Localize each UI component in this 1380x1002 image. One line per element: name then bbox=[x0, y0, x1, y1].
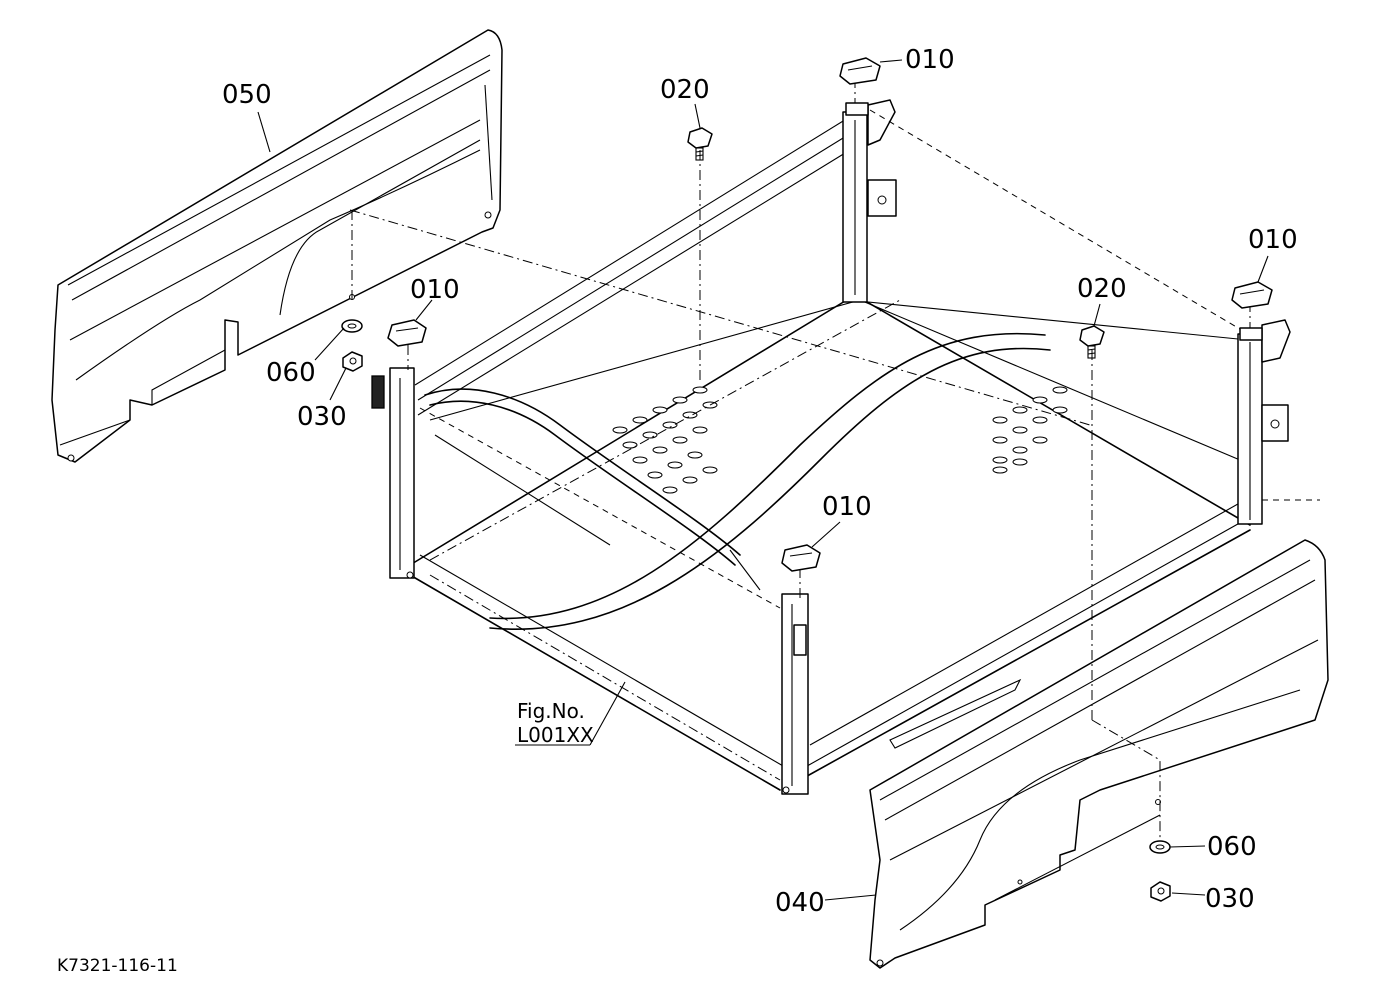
post-top-b bbox=[1239, 327, 1263, 341]
washer-060-a bbox=[341, 319, 363, 333]
cap-010-d bbox=[781, 544, 821, 572]
break-line bbox=[424, 332, 1051, 630]
cap-010-b bbox=[1231, 281, 1273, 309]
side-panel-050 bbox=[51, 29, 503, 463]
callout-010-c: 010 bbox=[410, 275, 460, 305]
post-top-a bbox=[845, 102, 869, 116]
bolt-020-b bbox=[1079, 325, 1105, 359]
callout-010-a: 010 bbox=[905, 45, 955, 75]
callout-050: 050 bbox=[222, 80, 272, 110]
callout-040: 040 bbox=[775, 888, 825, 918]
leader-lines bbox=[257, 59, 1269, 901]
assembly-lines bbox=[349, 78, 1320, 840]
perforated-floor-right bbox=[992, 386, 1068, 474]
callout-030-b: 030 bbox=[1205, 884, 1255, 914]
figure-ref-label: Fig.No. bbox=[517, 699, 585, 723]
cargo-bed bbox=[371, 99, 1291, 795]
callout-010-b: 010 bbox=[1248, 225, 1298, 255]
nut-030-a bbox=[342, 351, 363, 372]
cap-010-c bbox=[387, 319, 427, 347]
callout-030-a: 030 bbox=[297, 402, 347, 432]
figure-ref-number: L001XX bbox=[517, 723, 594, 747]
callout-060-a: 060 bbox=[266, 358, 316, 388]
side-panel-040 bbox=[869, 539, 1329, 969]
callout-020-a: 020 bbox=[660, 75, 710, 105]
drawing-code: K7321-116-11 bbox=[57, 956, 178, 976]
bolt-020-a bbox=[687, 127, 713, 161]
cap-010-a bbox=[839, 57, 881, 85]
callout-060-b: 060 bbox=[1207, 832, 1257, 862]
callout-010-d: 010 bbox=[822, 492, 872, 522]
callout-020-b: 020 bbox=[1077, 274, 1127, 304]
washer-060-b bbox=[1149, 840, 1171, 854]
perforated-floor-left bbox=[612, 386, 718, 494]
nut-030-b bbox=[1150, 881, 1171, 902]
